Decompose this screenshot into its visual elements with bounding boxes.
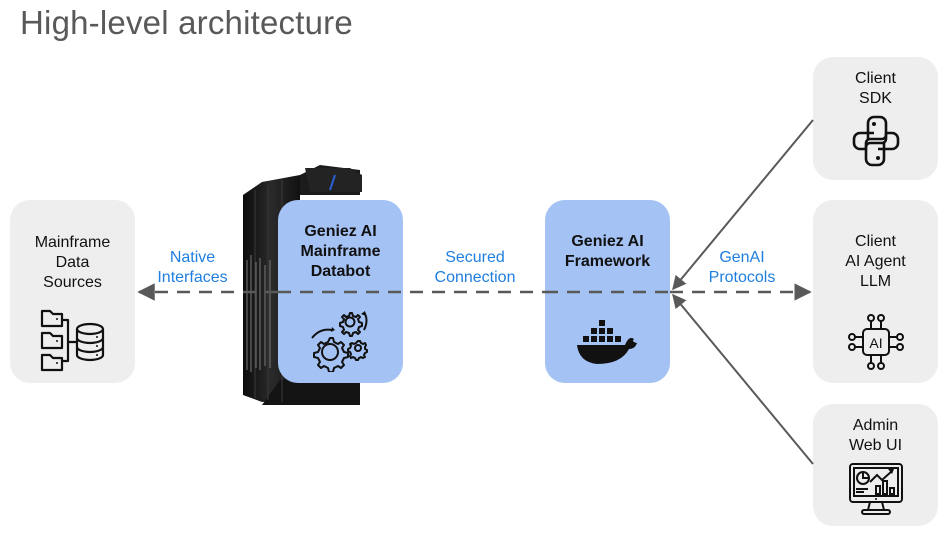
node-label-line: Geniez AI xyxy=(571,233,644,250)
node-admin-web: Admin Web UI xyxy=(813,404,938,526)
node-label-line: Databot xyxy=(310,263,371,280)
node-mainframe-data-sources: Mainframe Data Sources xyxy=(10,200,135,383)
edge-label-line: Native xyxy=(169,249,216,266)
edge-label-line: GenAI xyxy=(719,249,765,266)
gears-icon xyxy=(311,311,368,372)
node-label-line: Framework xyxy=(564,253,651,270)
node-label-line: Admin xyxy=(852,417,899,434)
edge-label-line: Interfaces xyxy=(157,269,228,286)
page-title: High-level architecture xyxy=(20,4,353,41)
edge-label-line: Secured xyxy=(445,249,505,266)
python-icon xyxy=(852,115,900,167)
edge-label-line: Connection xyxy=(434,269,516,286)
node-label-line: SDK xyxy=(859,90,892,107)
node-label-line: LLM xyxy=(859,273,892,290)
node-label-line: Web UI xyxy=(848,437,903,454)
node-client-sdk: Client SDK xyxy=(813,57,938,180)
docker-whale-icon xyxy=(577,320,637,364)
edge-label-native-interfaces: Native Interfaces xyxy=(145,248,240,288)
edge-client-sdk xyxy=(672,119,814,291)
node-label-line: Mainframe xyxy=(34,234,111,251)
edge-label-line: Protocols xyxy=(708,269,776,286)
node-label-line: Sources xyxy=(43,274,102,291)
node-label-line: Data xyxy=(55,254,90,271)
node-label-line: AI Agent xyxy=(845,253,906,270)
node-label-line: Client xyxy=(855,70,896,87)
svg-text:AI: AI xyxy=(869,335,882,351)
edge-admin-web xyxy=(672,293,814,465)
dashboard-monitor-icon xyxy=(849,463,903,515)
node-databot: Geniez AI Mainframe Databot xyxy=(278,200,403,383)
database-hierarchy-icon xyxy=(40,309,105,372)
node-label-line: Mainframe xyxy=(300,243,381,260)
node-label-line: Client xyxy=(855,233,896,250)
node-label-line: Geniez AI xyxy=(304,223,377,240)
edge-label-genai-protocols: GenAI Protocols xyxy=(697,248,787,288)
ai-chip-icon: AI xyxy=(848,314,904,370)
node-framework: Geniez AI Framework xyxy=(545,200,670,383)
node-client-agent: Client AI Agent LLM AI xyxy=(813,200,938,383)
edge-label-secured-connection: Secured Connection xyxy=(425,248,525,288)
